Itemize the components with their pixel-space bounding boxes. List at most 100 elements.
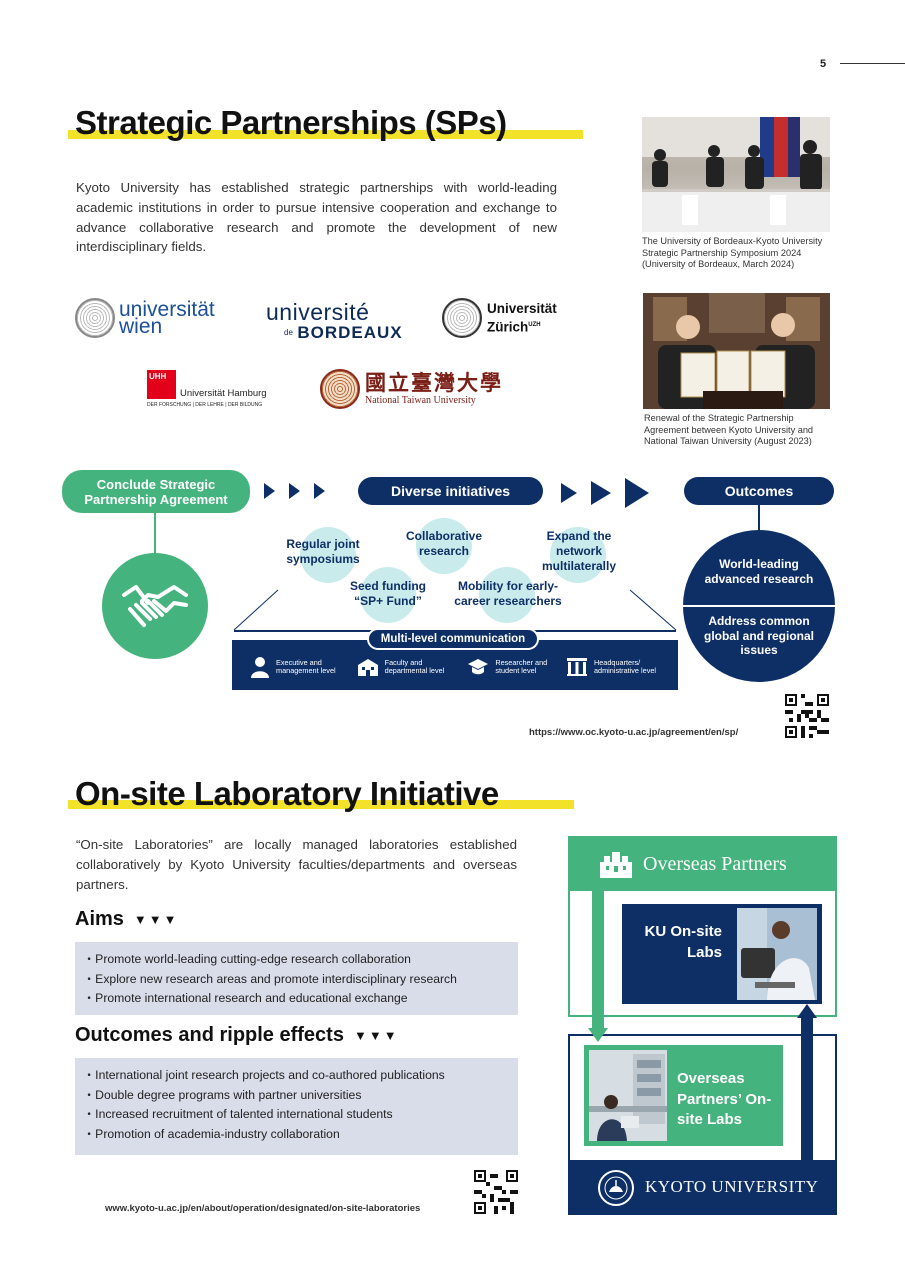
sp-title: Strategic Partnerships (SPs) <box>75 104 507 141</box>
bordeaux-logo-text-top: université <box>266 299 370 325</box>
up-arrow-icon <box>797 1004 817 1018</box>
columns-icon <box>566 658 587 676</box>
title-highlight <box>68 800 574 809</box>
kyoto-frame <box>568 1034 837 1160</box>
aim-item: ・Promote international research and educ… <box>83 991 408 1005</box>
outcomes-heading: Outcomes and ripple effects ▼▼▼ <box>75 1024 399 1047</box>
partner-lab-photo <box>589 1050 667 1141</box>
agreement-photo <box>643 293 830 409</box>
symposium-photo-caption: The University of Bordeaux-Kyoto Univers… <box>642 236 823 270</box>
outcome-world-leading: World-leading advanced research <box>704 557 814 586</box>
bubble-decor <box>416 518 472 574</box>
outcome-item: ・Increased recruitment of talented inter… <box>83 1107 393 1121</box>
sp-url-link[interactable]: https://www.oc.kyoto-u.ac.jp/agreement/e… <box>529 727 739 738</box>
ntu-seal-icon <box>320 369 360 409</box>
university-of-hamburg-logo: UHH Universität Hamburg DER FORSCHUNG | … <box>147 370 267 408</box>
hamburg-logo-tagline: DER FORSCHUNG | DER LEHRE | DER BILDUNG <box>147 402 263 408</box>
outcome-item: ・Double degree programs with partner uni… <box>83 1087 362 1102</box>
down-arrow-shaft <box>592 891 604 1031</box>
zurich-logo-text-bottom: Zürich <box>487 319 529 335</box>
ntu-logo-english: National Taiwan University <box>365 395 476 406</box>
initiative-seed-funding: Seed funding “SP+ Fund” <box>350 579 426 608</box>
sp-qr-code[interactable] <box>785 694 829 738</box>
vienna-seal-icon <box>75 298 115 338</box>
page-number: 5 <box>820 58 827 70</box>
university-of-zurich-logo: Universität ZürichUZH <box>442 298 557 338</box>
castle-icon <box>598 850 634 883</box>
multilevel-communication-pill: Multi-level communication <box>367 628 539 650</box>
level-faculty-label: Faculty and departmental level <box>384 657 445 675</box>
university-of-vienna-logo: universität wien <box>75 298 215 338</box>
symposium-photo <box>642 117 830 232</box>
person-icon <box>251 657 269 678</box>
up-arrow-shaft <box>801 1018 813 1160</box>
kyoto-university-emblem-icon <box>598 1170 634 1206</box>
levels-list: Executive and management level Faculty a… <box>250 656 670 678</box>
bordeaux-logo-de: de <box>284 328 293 337</box>
arrow-right-icon <box>314 483 325 499</box>
bubble-decor <box>479 567 535 623</box>
hamburg-logo-name: Universität Hamburg <box>180 388 267 399</box>
hamburg-logo-mark: UHH <box>147 370 176 399</box>
national-taiwan-university-logo: 國立臺灣大學 National Taiwan University <box>320 369 503 409</box>
arrow-right-icon <box>264 483 275 499</box>
aim-item: ・Promote world-leading cutting-edge rese… <box>83 952 411 966</box>
osl-qr-code[interactable] <box>474 1170 518 1214</box>
zurich-logo-sup: UZH <box>528 321 541 328</box>
graduation-cap-icon <box>468 659 489 675</box>
triangles-down-icon: ▼▼▼ <box>133 912 179 927</box>
osl-title: On-site Laboratory Initiative <box>75 775 499 812</box>
initiative-regular-symposiums: Regular joint symposiums <box>286 537 360 566</box>
ku-lab-photo <box>737 908 817 1000</box>
ntu-logo-chinese: 國立臺灣大學 <box>365 370 503 395</box>
osl-url-link[interactable]: www.kyoto-u.ac.jp/en/about/operation/des… <box>105 1203 421 1214</box>
building-icon <box>357 659 378 676</box>
kyoto-university-label: KYOTO UNIVERSITY <box>645 1177 819 1196</box>
initiative-expand-network: Expand the network multilaterally <box>541 529 617 573</box>
level-executive-label: Executive and management level <box>276 657 336 675</box>
outcomes-divider <box>683 605 835 607</box>
title-highlight <box>68 130 583 139</box>
level-headquarters-label: Headquarters/ administrative level <box>593 657 657 675</box>
level-faculty: Faculty and departmental level <box>357 656 459 678</box>
conclude-connector <box>154 513 156 555</box>
diverse-initiatives-pill: Diverse initiatives <box>358 477 543 505</box>
outcome-item: ・International joint research projects a… <box>83 1068 445 1082</box>
outcomes-heading-text: Outcomes and ripple effects <box>75 1024 344 1046</box>
overseas-partners-frame <box>568 891 837 1017</box>
qr-code-icon <box>785 694 829 738</box>
page-number-rule <box>840 63 905 64</box>
initiative-mobility: Mobility for early-career researchers <box>454 579 562 608</box>
arrows-group-2 <box>561 478 649 508</box>
outcomes-box: ・International joint research projects a… <box>75 1058 518 1155</box>
level-executive: Executive and management level <box>250 656 348 678</box>
bordeaux-logo-text-bottom: BORDEAUX <box>297 323 403 342</box>
university-of-bordeaux-logo: université de BORDEAUX <box>266 300 403 343</box>
bubble-decor <box>550 527 606 583</box>
overseas-partners-label: Overseas Partners <box>643 853 787 875</box>
aims-heading: Aims ▼▼▼ <box>75 908 179 931</box>
aim-item: ・Explore new research areas and promote … <box>83 971 457 986</box>
down-arrow-icon <box>588 1028 608 1042</box>
outcome-global-issues: Address common global and regional issue… <box>703 614 814 657</box>
arrows-group-1 <box>264 483 325 499</box>
outcome-item: ・Promotion of academia-industry collabor… <box>83 1126 340 1141</box>
outcomes-pill: Outcomes <box>684 477 834 505</box>
agreement-photo-caption: Renewal of the Strategic Partnership Agr… <box>644 413 814 447</box>
level-researcher: Researcher and student level <box>467 656 557 678</box>
qr-code-icon <box>474 1170 518 1214</box>
arrow-right-icon <box>625 478 649 508</box>
bubble-decor <box>360 567 416 623</box>
triangles-down-icon: ▼▼▼ <box>353 1028 399 1043</box>
osl-intro: “On-site Laboratories” are locally manag… <box>76 837 517 892</box>
zurich-logo-text-top: Universität <box>487 300 557 316</box>
initiative-collaborative-research: Collaborative research <box>405 529 483 558</box>
bubble-decor <box>300 527 356 583</box>
level-researcher-label: Researcher and student level <box>495 657 548 675</box>
aims-box: ・Promote world-leading cutting-edge rese… <box>75 942 518 1015</box>
handshake-circle <box>102 553 208 659</box>
arrow-right-icon <box>561 483 577 503</box>
aims-heading-text: Aims <box>75 908 124 930</box>
conclude-agreement-pill: Conclude Strategic Partnership Agreement <box>62 470 250 513</box>
sp-intro: Kyoto University has established strateg… <box>76 180 557 255</box>
